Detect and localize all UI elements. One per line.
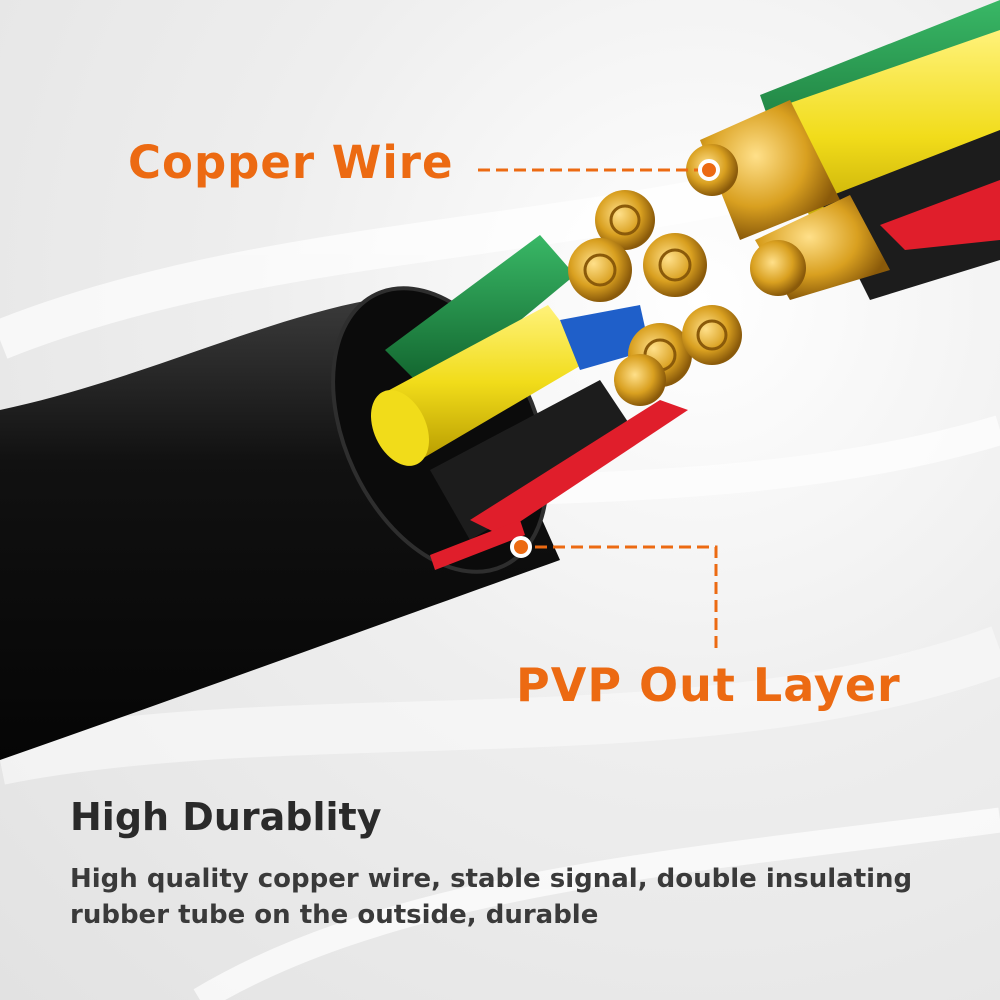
copper-callout-line [478,159,720,181]
outer-layer-callout-line [510,536,718,648]
red-wire [470,400,688,535]
feature-heading: High Durablity [70,795,382,839]
copper-strands-right [686,100,890,300]
copper-wire-callout-label: Copper Wire [128,136,454,189]
copper-strands-left [568,190,742,406]
yellow-wire [380,305,590,460]
green-wire [385,235,575,395]
blue-wire [560,305,650,370]
feature-description-line-2: rubber tube on the outside, durable [70,900,599,930]
feature-description-line-1: High quality copper wire, stable signal,… [70,864,913,894]
outer-layer-callout-label: PVP Out Layer [516,658,901,712]
outer-layer-callout-dot [510,536,532,558]
black-wire [430,380,640,540]
copper-callout-dot [698,159,720,181]
left-cable [0,190,742,760]
right-cable [686,0,1000,300]
